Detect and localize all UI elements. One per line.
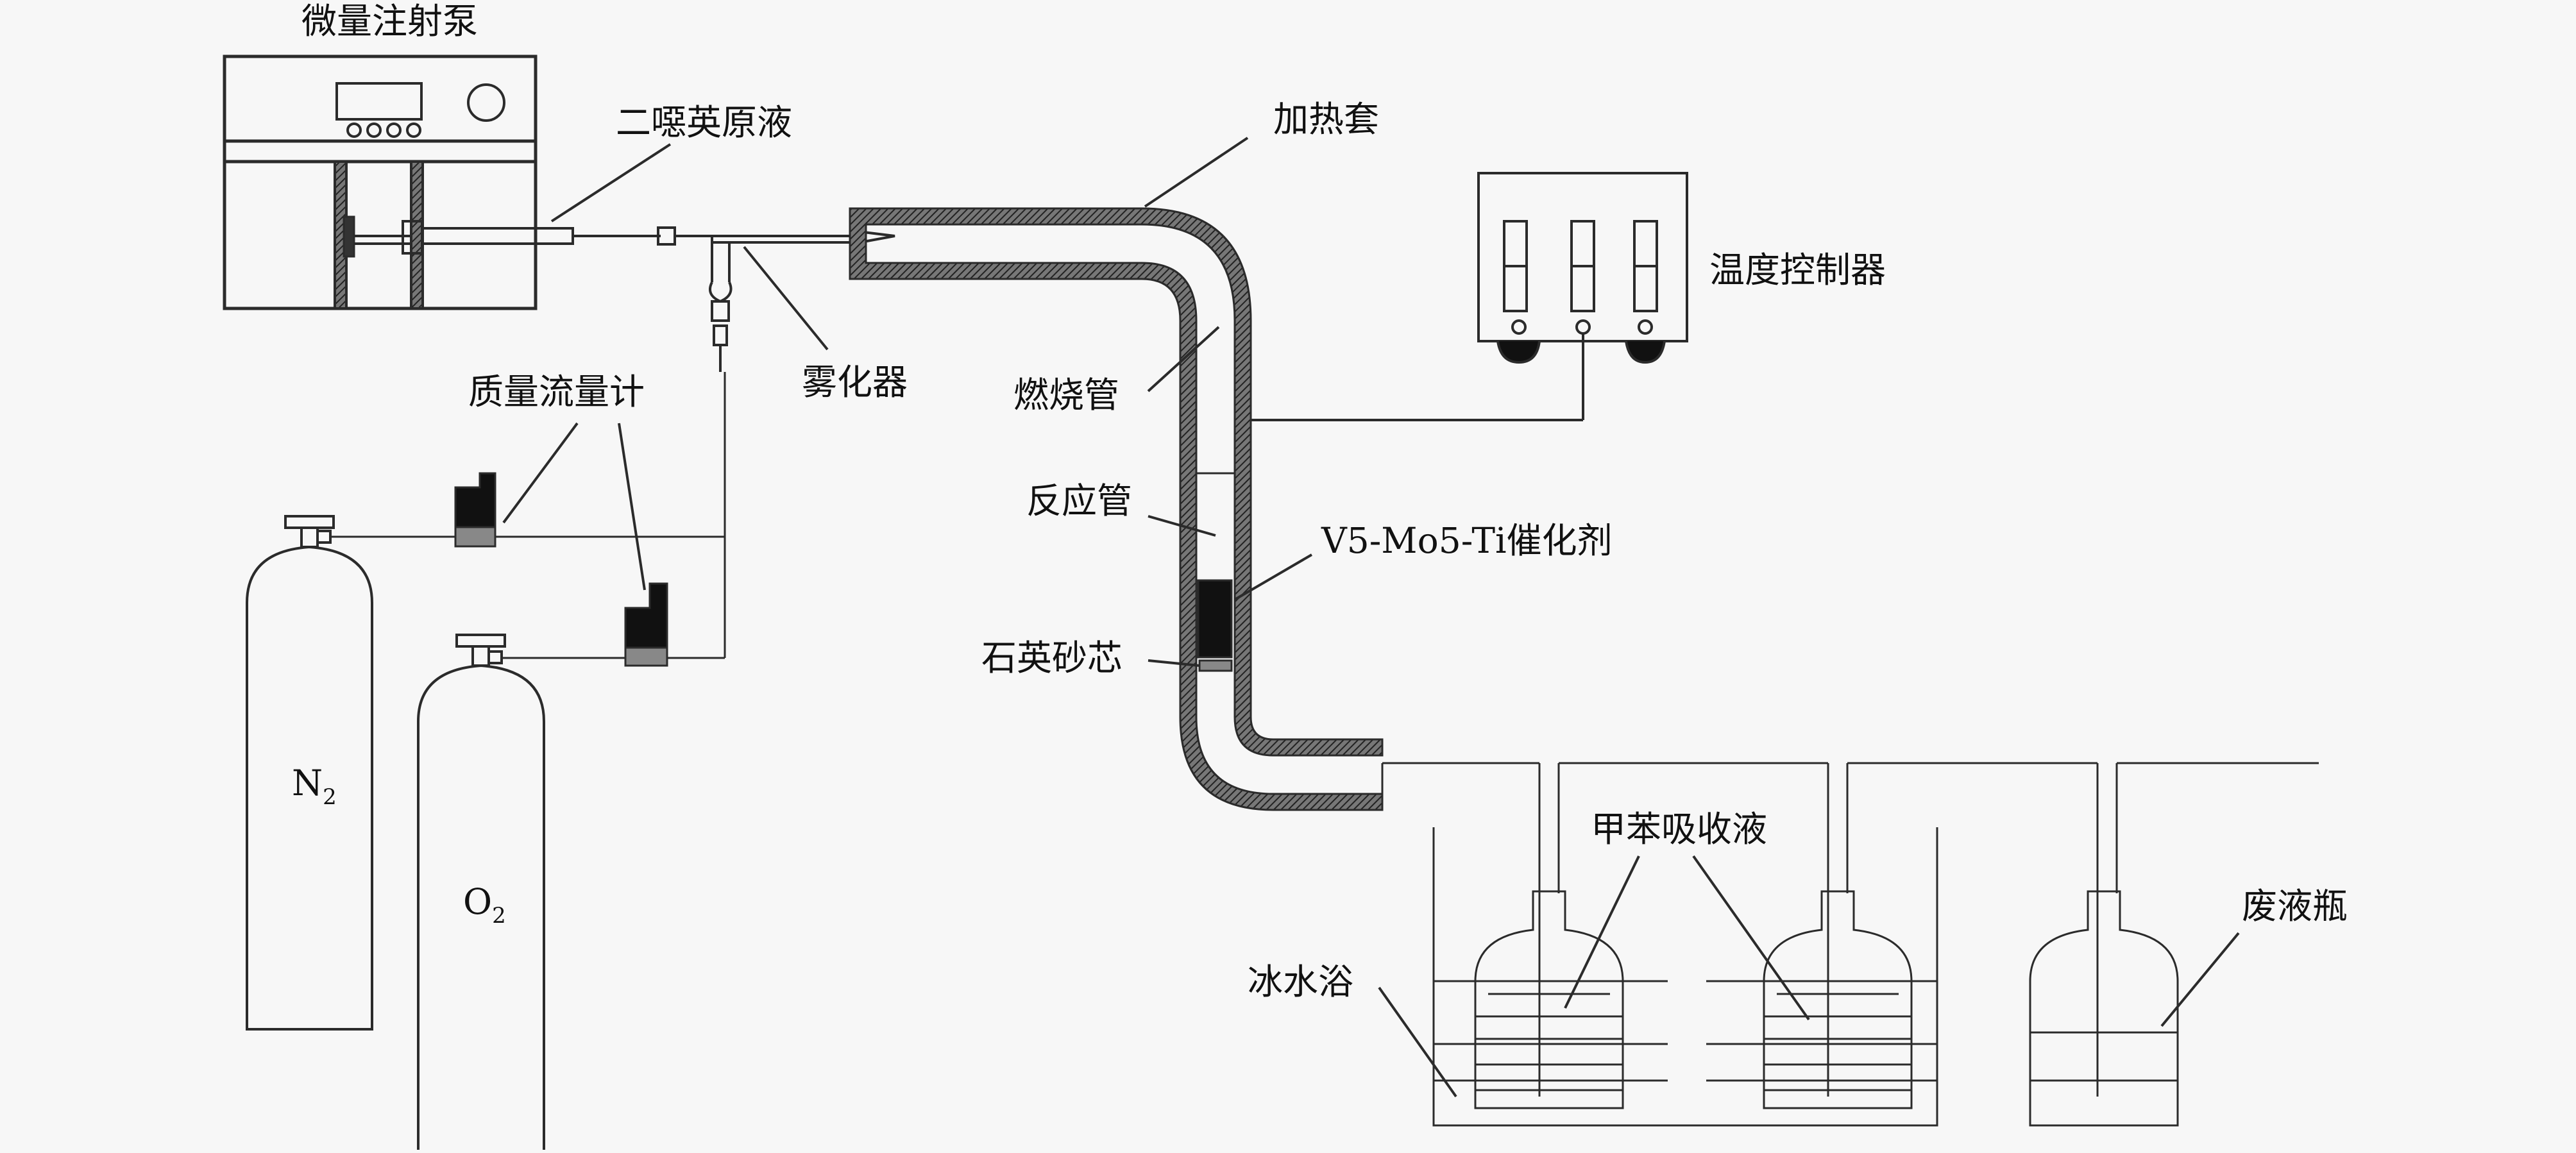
label-toluene-absorbent: 甲苯吸收液 [1591,809,1767,850]
label-syringe-pump: 微量注射泵 [301,1,478,42]
label-waste-bottle: 废液瓶 [2242,886,2348,927]
mass-flowmeter-1 [454,472,496,548]
syringe-pump [223,55,661,310]
gas-lines [330,372,726,659]
outlet-lines [1382,762,2319,1097]
label-catalyst: V5-Mo5-Ti催化剂 [1321,520,1613,561]
label-mass-flowmeter: 质量流量计 [468,371,645,412]
label-reaction-tube: 反应管 [1026,480,1132,521]
labels: 微量注射泵 二噁英原液 加热套 温度控制器 雾化器 燃烧管 质量流量计 反应管 … [292,1,2348,1002]
reaction-tube-internals [1196,472,1384,802]
o2-cylinder [417,634,545,1150]
absorption-bottle-1 [1474,890,1624,1109]
leader-lines [502,137,2240,1098]
temperature-controller [1251,172,1688,421]
heating-jacket [849,207,1384,811]
label-atomizer: 雾化器 [802,362,908,403]
label-heating-jacket: 加热套 [1273,99,1379,140]
label-combustion-tube: 燃烧管 [1013,375,1119,416]
label-dioxin-solution: 二噁英原液 [616,102,792,143]
label-o2: O2 [463,881,506,929]
n2-cylinder [246,515,373,1031]
ice-bath [1432,827,1938,1127]
mass-flowmeter-2 [624,582,668,667]
label-quartz-frit: 石英砂芯 [981,637,1123,678]
label-ice-bath: 冰水浴 [1248,961,1353,1002]
atomizer [657,226,895,372]
label-n2: N2 [292,762,337,810]
waste-bottle [2029,890,2179,1127]
absorption-bottle-2 [1763,890,1913,1109]
label-temperature-controller: 温度控制器 [1709,249,1886,290]
